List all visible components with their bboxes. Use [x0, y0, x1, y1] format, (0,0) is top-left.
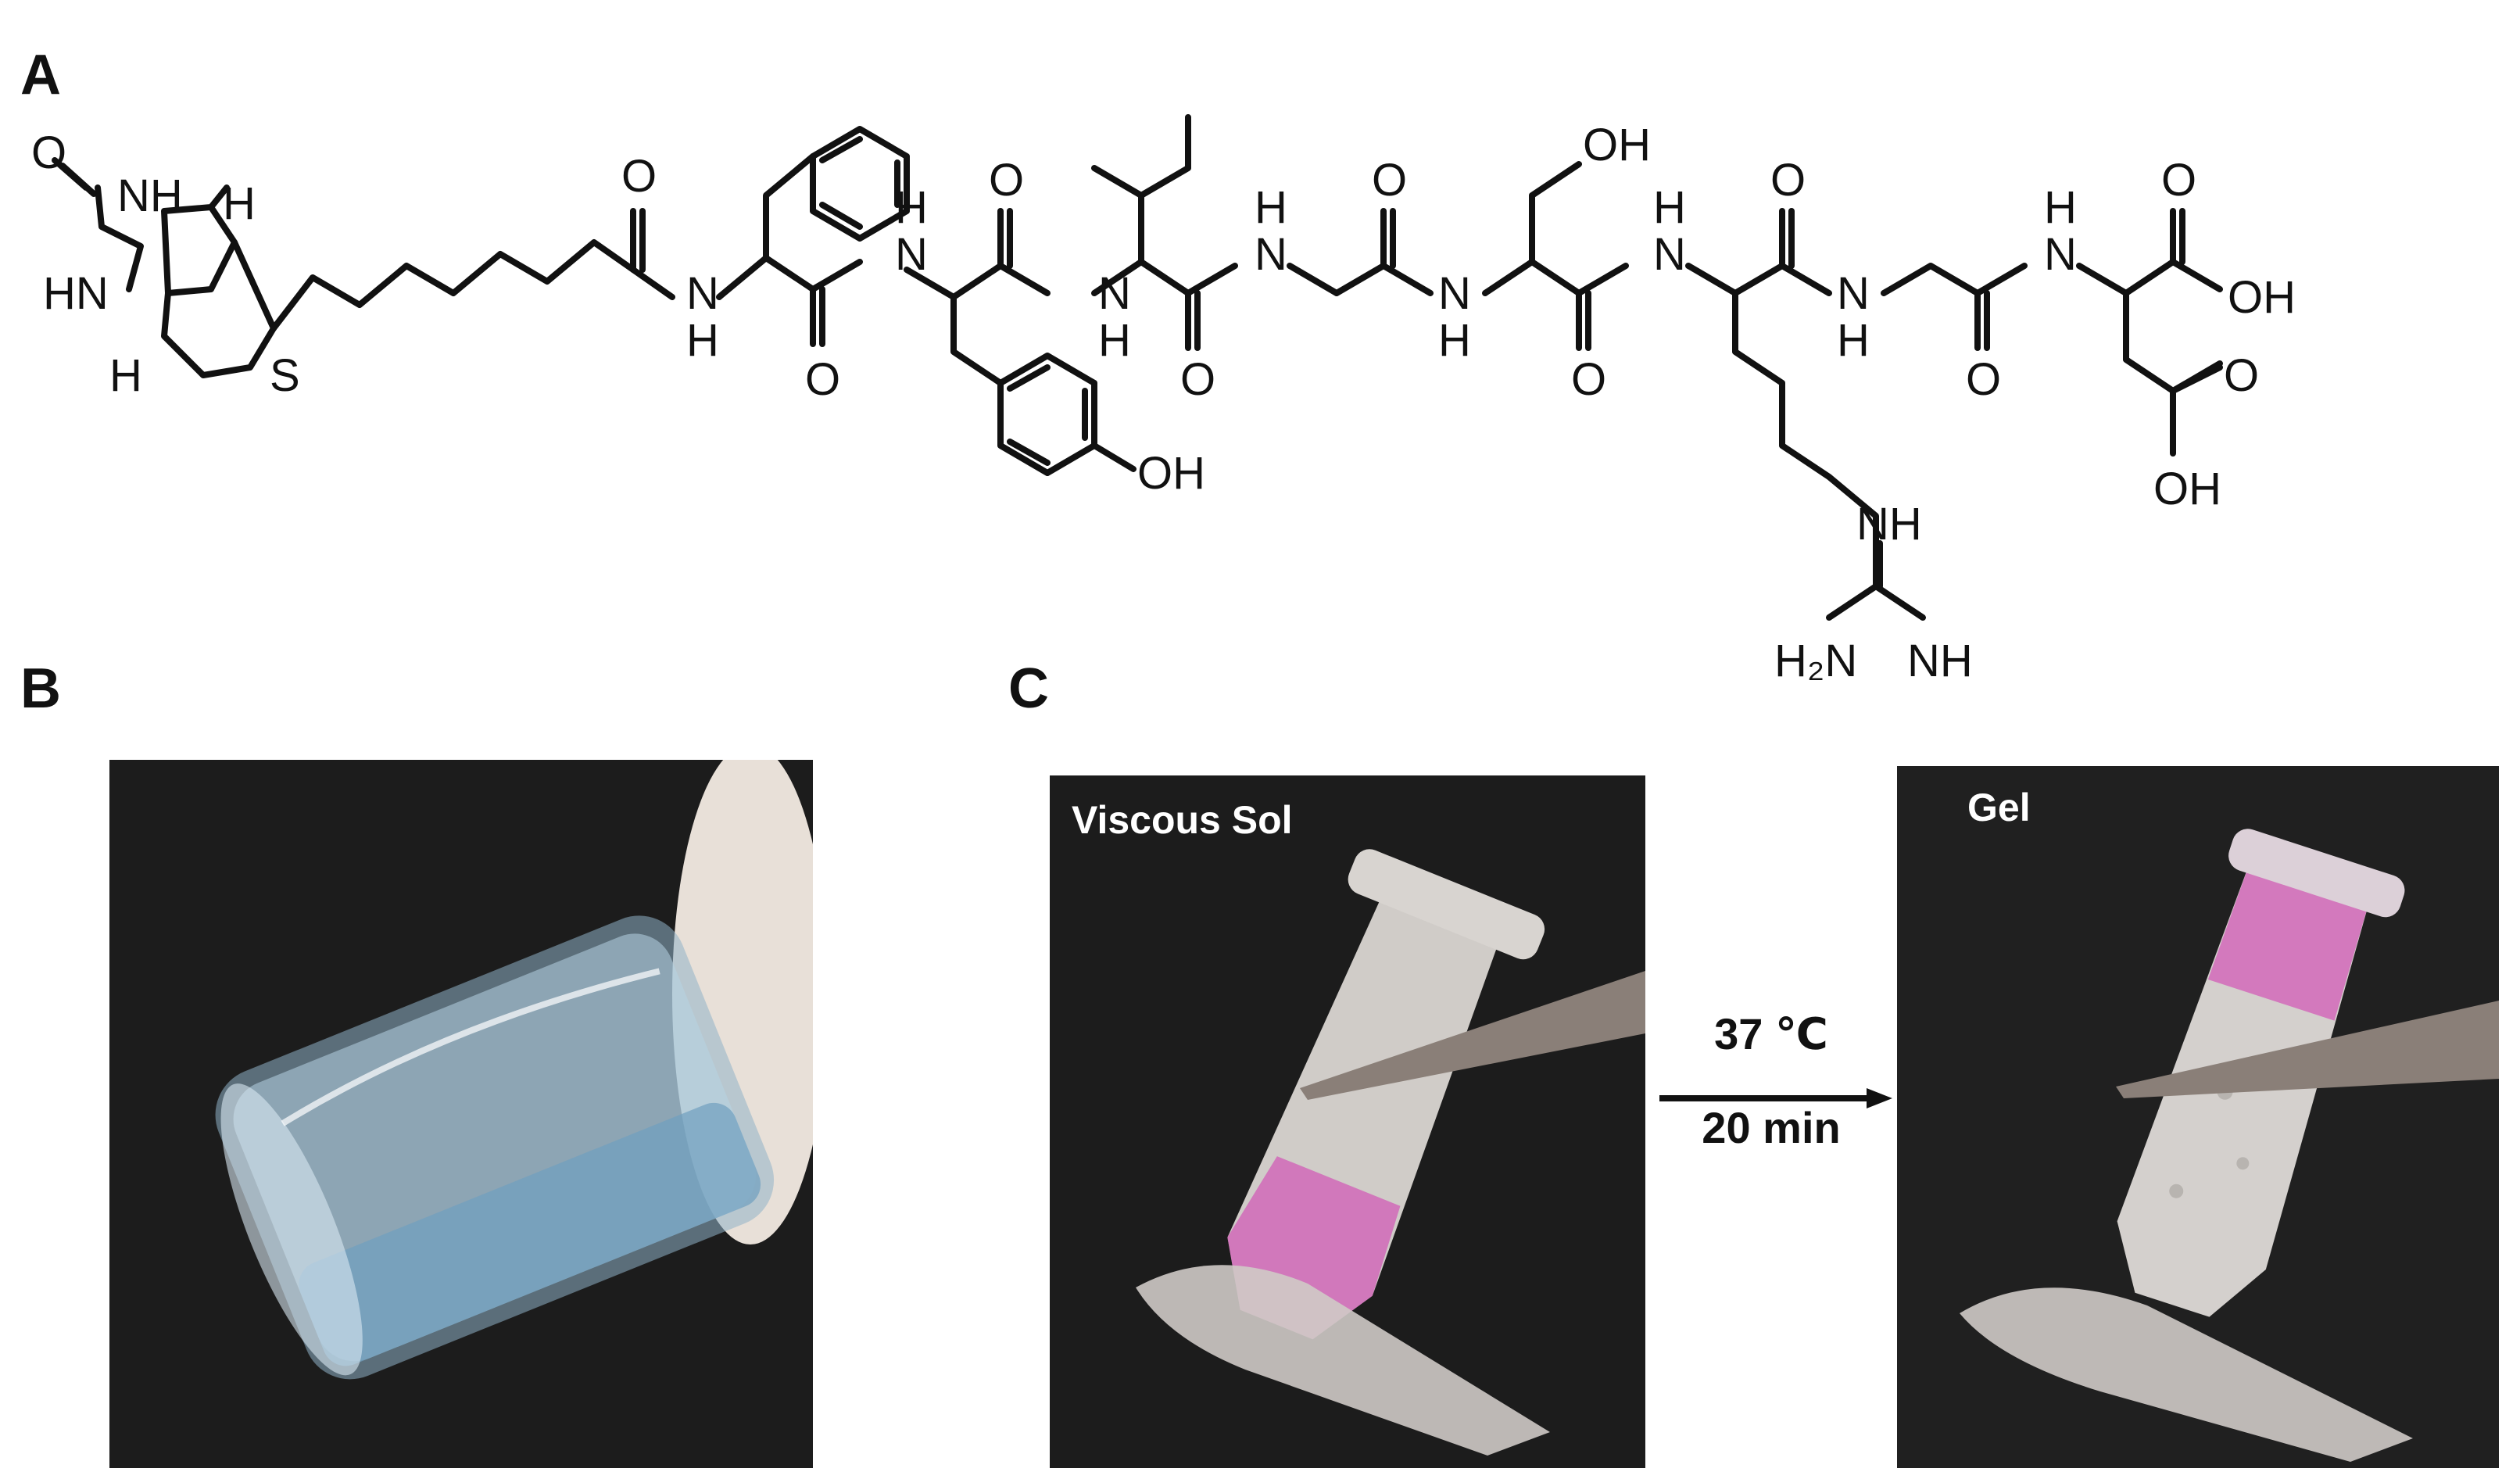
atom-o: O	[31, 127, 66, 178]
panel-label-b: B	[20, 657, 61, 720]
structure-labels: O NH HN H H S O N H O H N O OH N H O H N…	[31, 120, 2296, 686]
atom-h: H	[109, 350, 142, 401]
time-label: 20 min	[1702, 1103, 1841, 1152]
atom-h: H	[1255, 182, 1287, 233]
atom-o: O	[1180, 354, 1215, 405]
atom-h: H	[1438, 315, 1471, 366]
atom-o: O	[1571, 354, 1606, 405]
atom-n: N	[895, 229, 928, 280]
gel-photo: Gel	[1897, 766, 2499, 1468]
viscous-sol-label: Viscous Sol	[1072, 798, 1293, 842]
atom-h: H	[1837, 315, 1870, 366]
atom-h: H	[1098, 315, 1131, 366]
atom-nh: NH	[1907, 636, 1973, 686]
gel-label: Gel	[1967, 786, 2031, 829]
reaction-arrow: 37 ℃ 20 min	[1645, 1008, 1897, 1180]
atom-s: S	[270, 350, 300, 401]
peptide-structure: O NH HN H H S O N H O H N O OH N H O H N…	[31, 114, 2296, 686]
arrow-icon	[1659, 1088, 1892, 1108]
atom-o: O	[989, 155, 1024, 206]
atom-n: N	[1255, 229, 1287, 280]
atom-n: N	[1837, 268, 1870, 319]
viscous-sol-photo: Viscous Sol	[1050, 775, 1645, 1468]
atom-o: O	[1372, 155, 1407, 206]
atom-n: N	[1438, 268, 1471, 319]
atom-n: N	[2044, 229, 2077, 280]
atom-h: H	[2044, 182, 2077, 233]
atom-o: O	[621, 151, 657, 202]
atom-o: O	[1966, 354, 2001, 405]
panel-label-c: C	[1008, 657, 1049, 720]
atom-h2n: H₂N	[1774, 636, 1857, 686]
atom-o: O	[2161, 155, 2196, 206]
atom-oh: OH	[1137, 448, 1205, 499]
atom-nh: NH	[1856, 499, 1922, 550]
atom-oh: OH	[2228, 272, 2296, 323]
atom-n: N	[686, 268, 719, 319]
atom-h: H	[686, 315, 719, 366]
temperature-label: 37 ℃	[1714, 1009, 1828, 1058]
atom-oh: OH	[2153, 464, 2221, 514]
atom-nh: NH	[117, 170, 183, 221]
atom-n: N	[1098, 268, 1131, 319]
atom-h: H	[895, 182, 928, 233]
atom-h: H	[223, 178, 256, 229]
atom-o: O	[805, 354, 840, 405]
atom-oh: OH	[1583, 120, 1651, 170]
panel-label-a: A	[20, 44, 61, 106]
atom-n: N	[1653, 229, 1686, 280]
atom-hn: HN	[43, 268, 109, 319]
atom-h: H	[1653, 182, 1686, 233]
atom-o: O	[2224, 350, 2259, 401]
vial-photo	[109, 760, 813, 1468]
atom-o: O	[1770, 155, 1806, 206]
